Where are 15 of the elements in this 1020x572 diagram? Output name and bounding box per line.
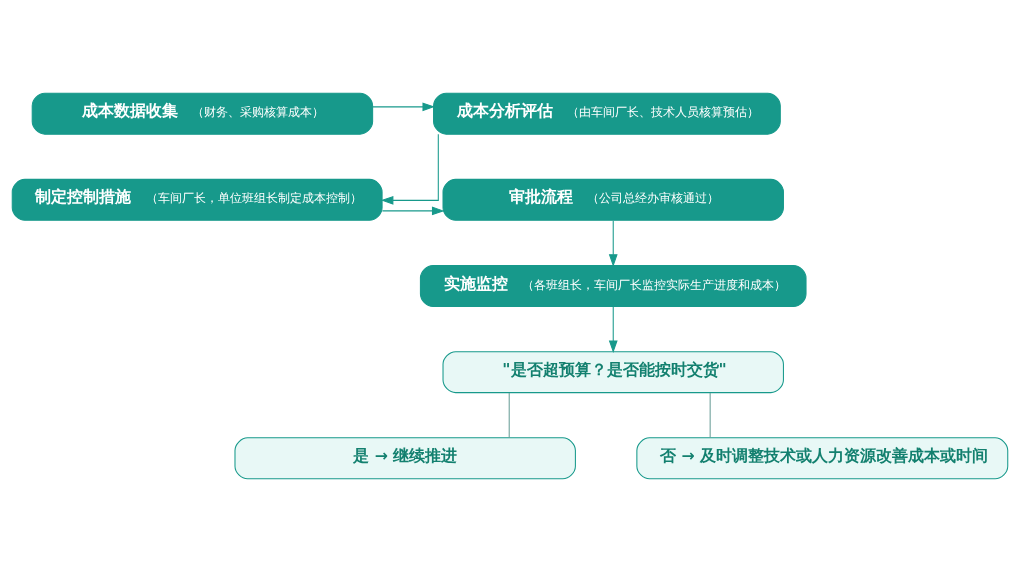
node-box: 审批流程 （公司总经办审核通过） bbox=[442, 178, 784, 221]
arrow bbox=[608, 220, 618, 267]
arrow bbox=[608, 306, 618, 354]
node-box: 制定控制措施 （车间厂长，单位班组长制定成本控制） bbox=[11, 178, 383, 221]
node-box: 是 → 继续推进 bbox=[234, 437, 576, 480]
node-box: 实施监控 （各班组长，车间厂长监控实际生产进度和成本） bbox=[419, 265, 807, 307]
connector bbox=[709, 392, 711, 439]
arrow bbox=[381, 206, 445, 216]
node-box: 否 → 及时调整技术或人力资源改善成本或时间 bbox=[636, 437, 1009, 480]
arrow bbox=[372, 102, 436, 112]
arrow bbox=[380, 133, 439, 205]
connector bbox=[508, 392, 510, 439]
node-box: 成本数据收集 （财务、采购核算成本） bbox=[31, 92, 374, 135]
node-box: "是否超预算？是否能按时交货" bbox=[442, 351, 784, 394]
node-box: 成本分析评估 （由车间厂长、技术人员核算预估） bbox=[433, 92, 781, 135]
